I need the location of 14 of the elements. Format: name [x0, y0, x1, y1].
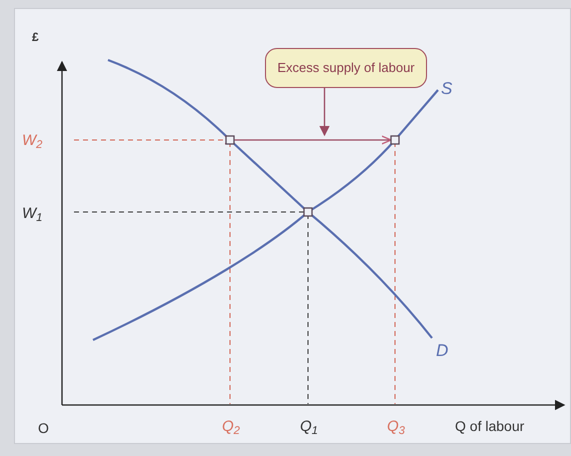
origin-label: O	[38, 419, 49, 438]
axis-title: Q of labour	[455, 417, 524, 436]
axis-tick-label: W$_{2}$	[22, 131, 42, 152]
axis-tick-label: Q$_{3}$	[387, 417, 405, 438]
callout-text: Excess supply of labour	[277, 59, 415, 78]
axis-tick-label: W$_{1}$	[22, 204, 42, 226]
axis-tick-label: Q$_{1}$	[300, 417, 318, 438]
axis-tick-label: Q$_{2}$	[222, 417, 240, 438]
callout-box	[265, 48, 427, 88]
curve-label: D	[436, 340, 448, 362]
curve-label: S	[441, 78, 452, 100]
axis-label: £	[32, 29, 39, 46]
leader-line	[319, 88, 330, 136]
excess-supply-arrow	[224, 135, 392, 145]
